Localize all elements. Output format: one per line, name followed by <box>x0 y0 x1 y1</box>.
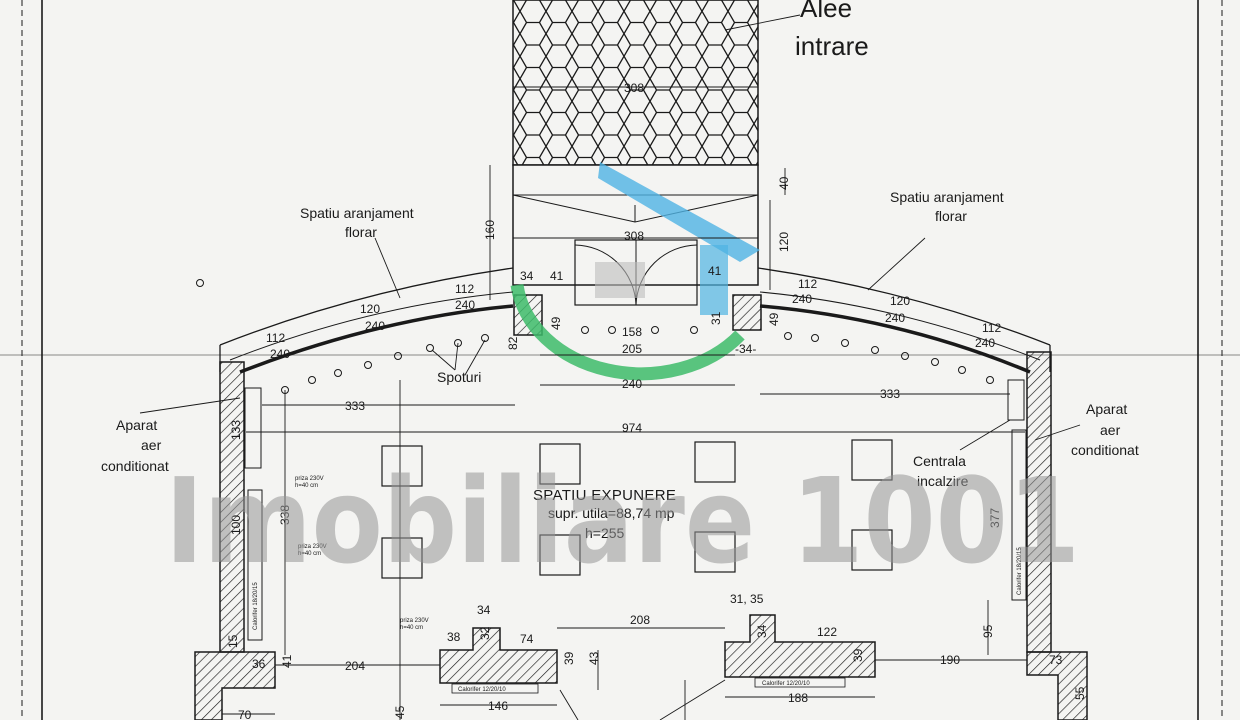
flower-bed-left <box>219 267 514 374</box>
dim-value: 120 <box>777 232 791 252</box>
dim-value: 41 <box>280 654 294 668</box>
dim-value: 45 <box>393 705 407 719</box>
dim-value: 41 <box>708 264 722 278</box>
dim-value: 160 <box>483 220 497 240</box>
note-calorifer: Calorifer 12/20/10 <box>458 687 506 693</box>
label-florar-right-1: Spatiu aranjament <box>890 189 1004 205</box>
label-ac-right-2: aer <box>1100 422 1121 438</box>
dim-value: 120 <box>890 294 910 308</box>
dim-value: 122 <box>817 625 837 639</box>
dim-value: 40 <box>777 176 791 190</box>
dimension-lines <box>222 165 1027 720</box>
dim-value: 158 <box>622 325 642 339</box>
dim-value: 100 <box>229 515 243 535</box>
dim-value: 36 <box>252 657 266 671</box>
dim-value: 49 <box>767 312 781 326</box>
walls <box>194 351 1088 720</box>
dim-value: 240 <box>270 347 290 361</box>
dim-value: 308 <box>624 81 644 95</box>
small-notes: priza 230V h=40 cm priza 230V h=40 cm pr… <box>253 476 1023 693</box>
leader-lines <box>139 14 1081 451</box>
dim-value: 240 <box>975 336 995 350</box>
dim-value: 240 <box>365 319 385 333</box>
dim-value: 39 <box>562 651 576 665</box>
room-area: supr. utila=88,74 mp <box>548 505 675 521</box>
room-height: h=255 <box>585 525 625 541</box>
dim-value: 55 <box>1073 686 1087 700</box>
note-priza: h=40 cm <box>298 551 321 557</box>
label-ac-left-1: Aparat <box>116 417 157 433</box>
dim-value: 974 <box>622 421 642 435</box>
dim-value: 34 <box>477 603 491 617</box>
display-stands <box>381 439 893 579</box>
dim-value: 208 <box>630 613 650 627</box>
note-calorifer: Calorifer 12/20/10 <box>762 681 810 687</box>
label-florar-left-1: Spatiu aranjament <box>300 205 414 221</box>
dim-value: 34 <box>520 269 534 283</box>
dim-value: 70 <box>238 708 252 720</box>
label-ac-left-2: aer <box>141 437 162 453</box>
label-ac-right-3: conditionat <box>1071 442 1139 458</box>
room-name: SPATIU EXPUNERE <box>533 487 676 504</box>
label-centrala-2: incalzire <box>917 473 969 489</box>
pillars <box>439 614 876 694</box>
note-priza: priza 230V <box>295 476 324 482</box>
dim-value: 240 <box>885 311 905 325</box>
dim-value: 112 <box>798 277 817 291</box>
dim-value: -34- <box>735 342 756 356</box>
spotlights <box>196 279 994 394</box>
dim-value: 338 <box>278 505 292 525</box>
label-florar-left-2: florar <box>345 224 377 240</box>
dim-value: 74 <box>520 632 534 646</box>
dim-value: 41 <box>550 269 564 283</box>
dim-value: 240 <box>455 298 475 312</box>
dim-value: 39 <box>851 648 865 662</box>
note-priza: h=40 cm <box>295 483 318 489</box>
dim-value: 49 <box>549 316 563 330</box>
dimension-values: 308 40 160 120 308 34 41 41 112 240 120 … <box>226 81 1087 720</box>
dim-value: 377 <box>988 508 1002 528</box>
note-calorifer: Calorifer 18/20/15 <box>253 582 259 630</box>
note-calorifer: Calorifer 18/20/15 <box>1017 547 1023 595</box>
label-centrala-1: Centrala <box>913 453 966 469</box>
dim-value: 308 <box>624 229 644 243</box>
dim-value: 15 <box>226 634 240 648</box>
dim-value: 112 <box>455 282 474 296</box>
dim-value: 188 <box>788 691 808 705</box>
dim-value: 333 <box>880 387 900 401</box>
note-priza: priza 230V <box>298 544 327 550</box>
label-florar-right-2: florar <box>935 208 967 224</box>
dim-value: 146 <box>488 699 508 713</box>
note-priza: priza 230V <box>400 618 429 624</box>
dim-value: 190 <box>940 653 960 667</box>
agency-logo <box>510 162 760 381</box>
dim-value: 112 <box>982 321 1001 335</box>
dim-value: 38 <box>447 630 461 644</box>
dim-value: 204 <box>345 659 365 673</box>
label-ac-left-3: conditionat <box>101 458 169 474</box>
dim-value: 43 <box>587 651 601 665</box>
dim-value: 95 <box>981 624 995 638</box>
radiators <box>244 379 1027 641</box>
dim-value: 333 <box>345 399 365 413</box>
dim-value: 120 <box>360 302 380 316</box>
dim-value: 31 <box>709 311 723 325</box>
dim-value: 73 <box>1049 653 1063 667</box>
label-alee: Alee <box>800 0 852 23</box>
dim-value: 240 <box>792 292 812 306</box>
watermark-text: Imobiliare 1001 <box>165 452 1080 590</box>
dim-value: 32 <box>478 626 492 640</box>
note-priza: h=40 cm <box>400 625 423 631</box>
label-spoturi: Spoturi <box>437 369 481 385</box>
dim-value: 34 <box>755 624 769 638</box>
label-ac-right-1: Aparat <box>1086 401 1127 417</box>
dim-value: 240 <box>622 377 642 391</box>
dim-value: 112 <box>266 331 285 345</box>
dim-value: 133 <box>229 420 243 440</box>
dim-value: 205 <box>622 342 642 356</box>
label-intrare: intrare <box>795 31 869 61</box>
dim-value: 31, 35 <box>730 592 764 606</box>
dim-value: 82 <box>506 336 520 350</box>
